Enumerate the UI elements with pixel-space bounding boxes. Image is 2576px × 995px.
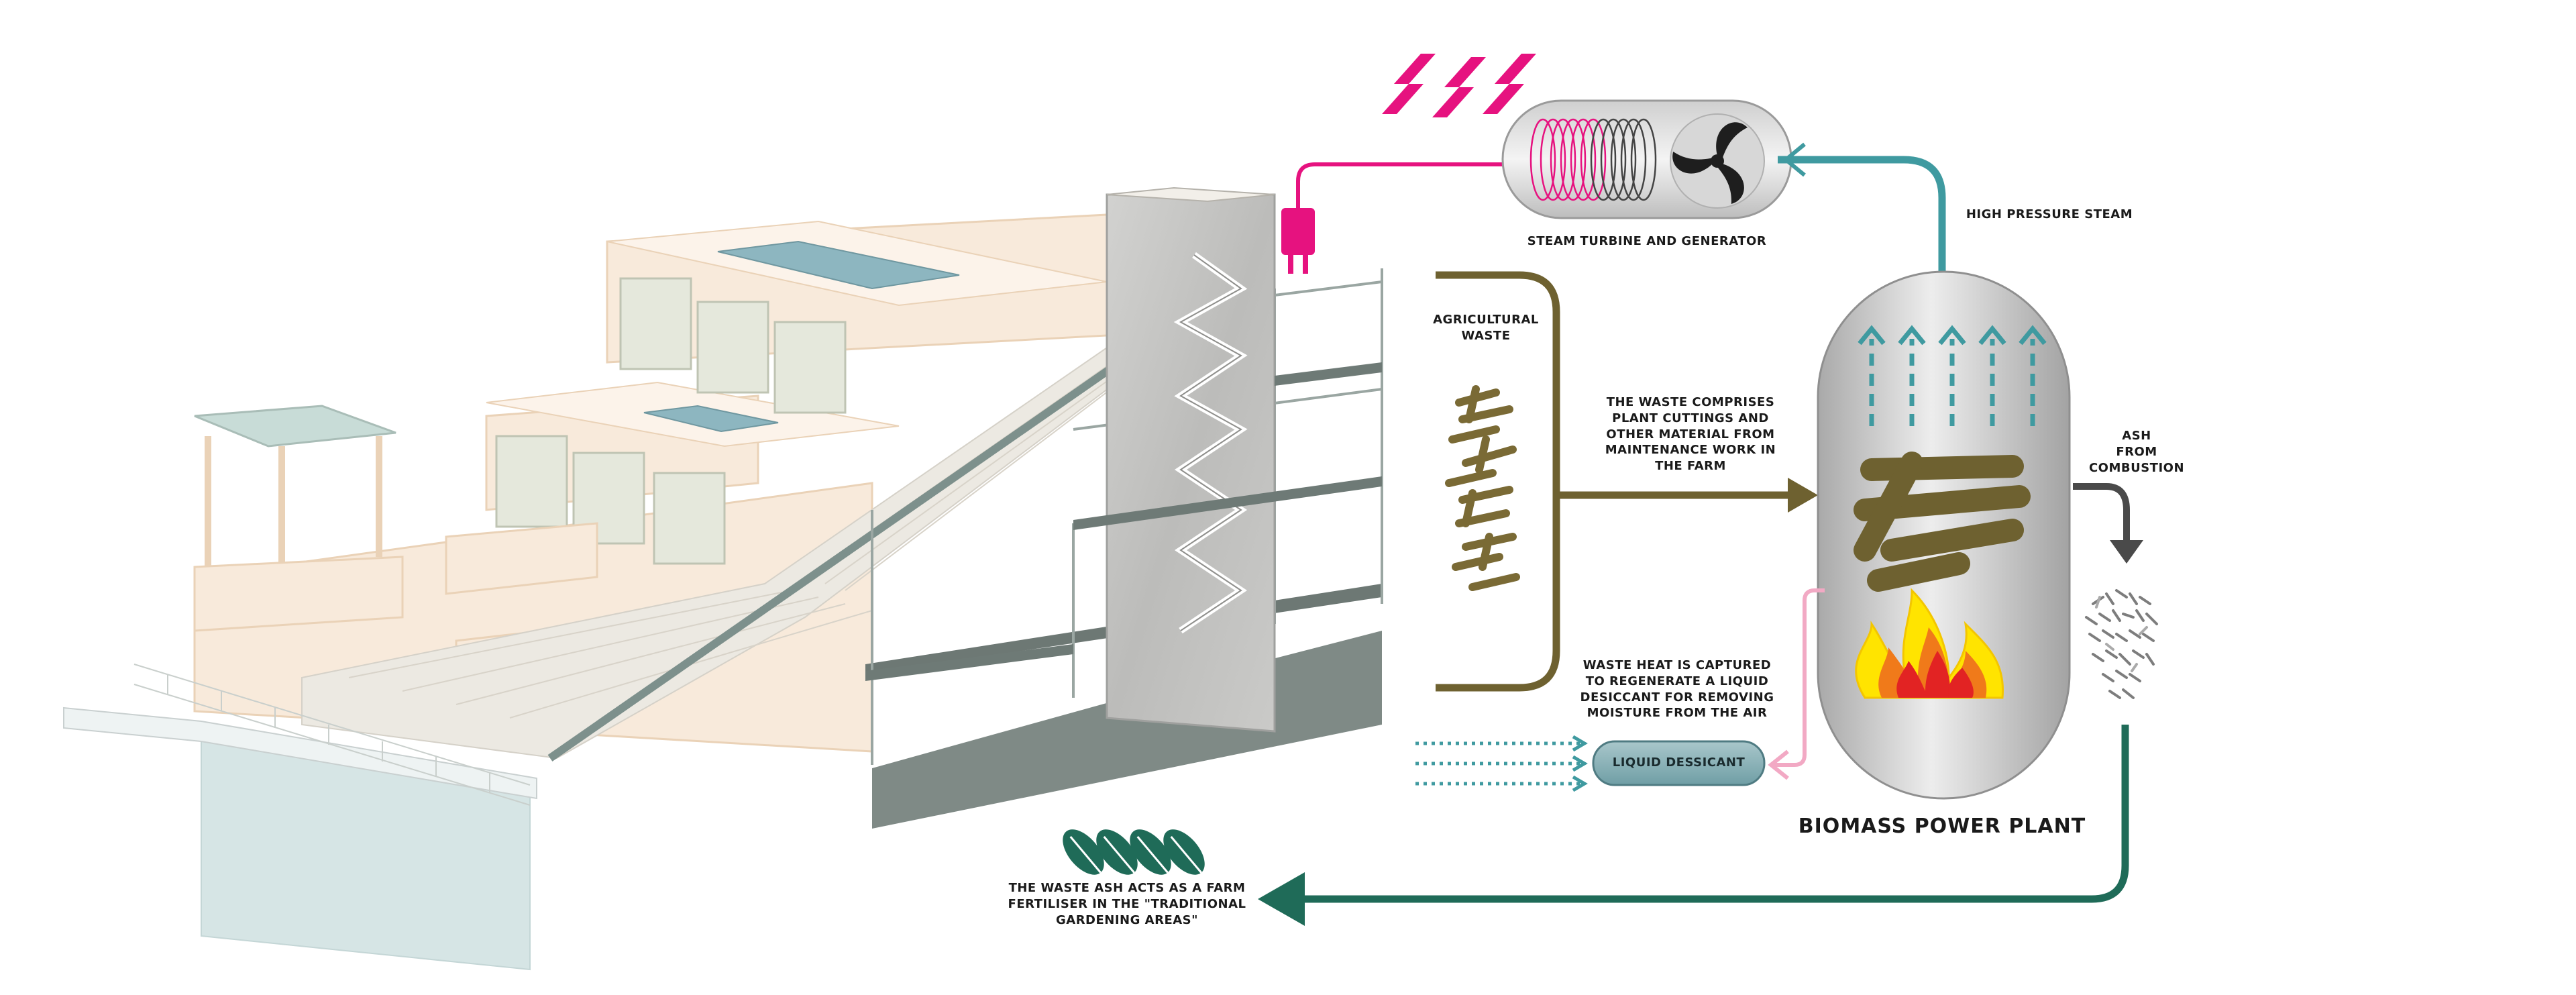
pergola [193, 405, 404, 632]
steam-turbine-label: STEAM TURBINE AND GENERATOR [1527, 234, 1767, 248]
window [773, 321, 847, 414]
ash-flow-arrow-head [1258, 872, 1305, 926]
waste-bracket [1436, 271, 1560, 692]
waste-ash-label: THE WASTE ASH ACTS AS A FARM FERTILISER … [1008, 881, 1246, 927]
waste-arrow-head [1788, 478, 1818, 513]
biomass-power-plant [1817, 270, 2071, 800]
window [495, 435, 568, 528]
high-pressure-steam-label: HIGH PRESSURE STEAM [1966, 207, 2133, 221]
planter [445, 522, 598, 595]
heat-return-arrow-head [1768, 749, 1789, 780]
building-plinth [63, 706, 537, 800]
heat-return-line [1774, 588, 1825, 767]
stairs-edge [1179, 254, 1242, 631]
heat-waves-icon [1382, 54, 1536, 117]
air-flow-lines [1415, 741, 1580, 786]
logs-icon [1445, 385, 1520, 591]
floor-slabs [865, 362, 1382, 681]
roof-beam [547, 312, 1190, 762]
ash-flow-line [1288, 725, 2129, 903]
liquid-dessicant-label: LIQUID DESSICANT [1612, 755, 1746, 770]
window [696, 301, 769, 394]
ash-pile-icon [2085, 589, 2158, 699]
leaf-icon [1163, 829, 1205, 875]
ash-from-combustion-label: ASH FROM COMBUSTION [2088, 429, 2185, 475]
ash-arrow-head [2110, 540, 2143, 564]
waste-heat-label: WASTE HEAT IS CAPTURED TO REGENERATE A L… [1580, 658, 1774, 721]
railing [133, 664, 531, 806]
steam-arrow-head [1782, 142, 1806, 177]
skylight-lower [643, 405, 779, 433]
liquid-dessicant-capsule [1592, 740, 1766, 786]
ash-arrow-line [2073, 483, 2130, 543]
air-flow-arrow-heads [1572, 735, 1588, 792]
window [619, 277, 692, 370]
leaf-icon [1063, 829, 1104, 875]
coil-icon [1529, 118, 1657, 201]
steam-flow-line [1778, 156, 1946, 275]
electricity-group [1281, 54, 1536, 274]
skylight-upper [717, 240, 960, 290]
waste-comprises-label: THE WASTE COMPRISES PLANT CUTTINGS AND O… [1605, 395, 1776, 473]
steam-up-arrows [1858, 325, 2047, 426]
window [653, 472, 726, 565]
flame-icon [1855, 588, 2004, 699]
turbine-fan-icon [1670, 113, 1765, 209]
core-top [1106, 187, 1275, 203]
plug-icon [1281, 208, 1315, 274]
biomass-power-plant-label: BIOMASS POWER PLANT [1798, 815, 2086, 838]
steam-turbine-generator [1501, 99, 1792, 219]
building-section [63, 187, 1383, 971]
leaf-icon [1130, 829, 1171, 875]
logs-icon [1854, 452, 2031, 592]
agricultural-waste-label: AGRICULTURAL WASTE [1433, 313, 1539, 343]
leaf-icon [1096, 829, 1138, 875]
leaves-group [1063, 829, 1205, 875]
power-cable [1296, 162, 1516, 208]
stepped-slope [301, 314, 1189, 760]
